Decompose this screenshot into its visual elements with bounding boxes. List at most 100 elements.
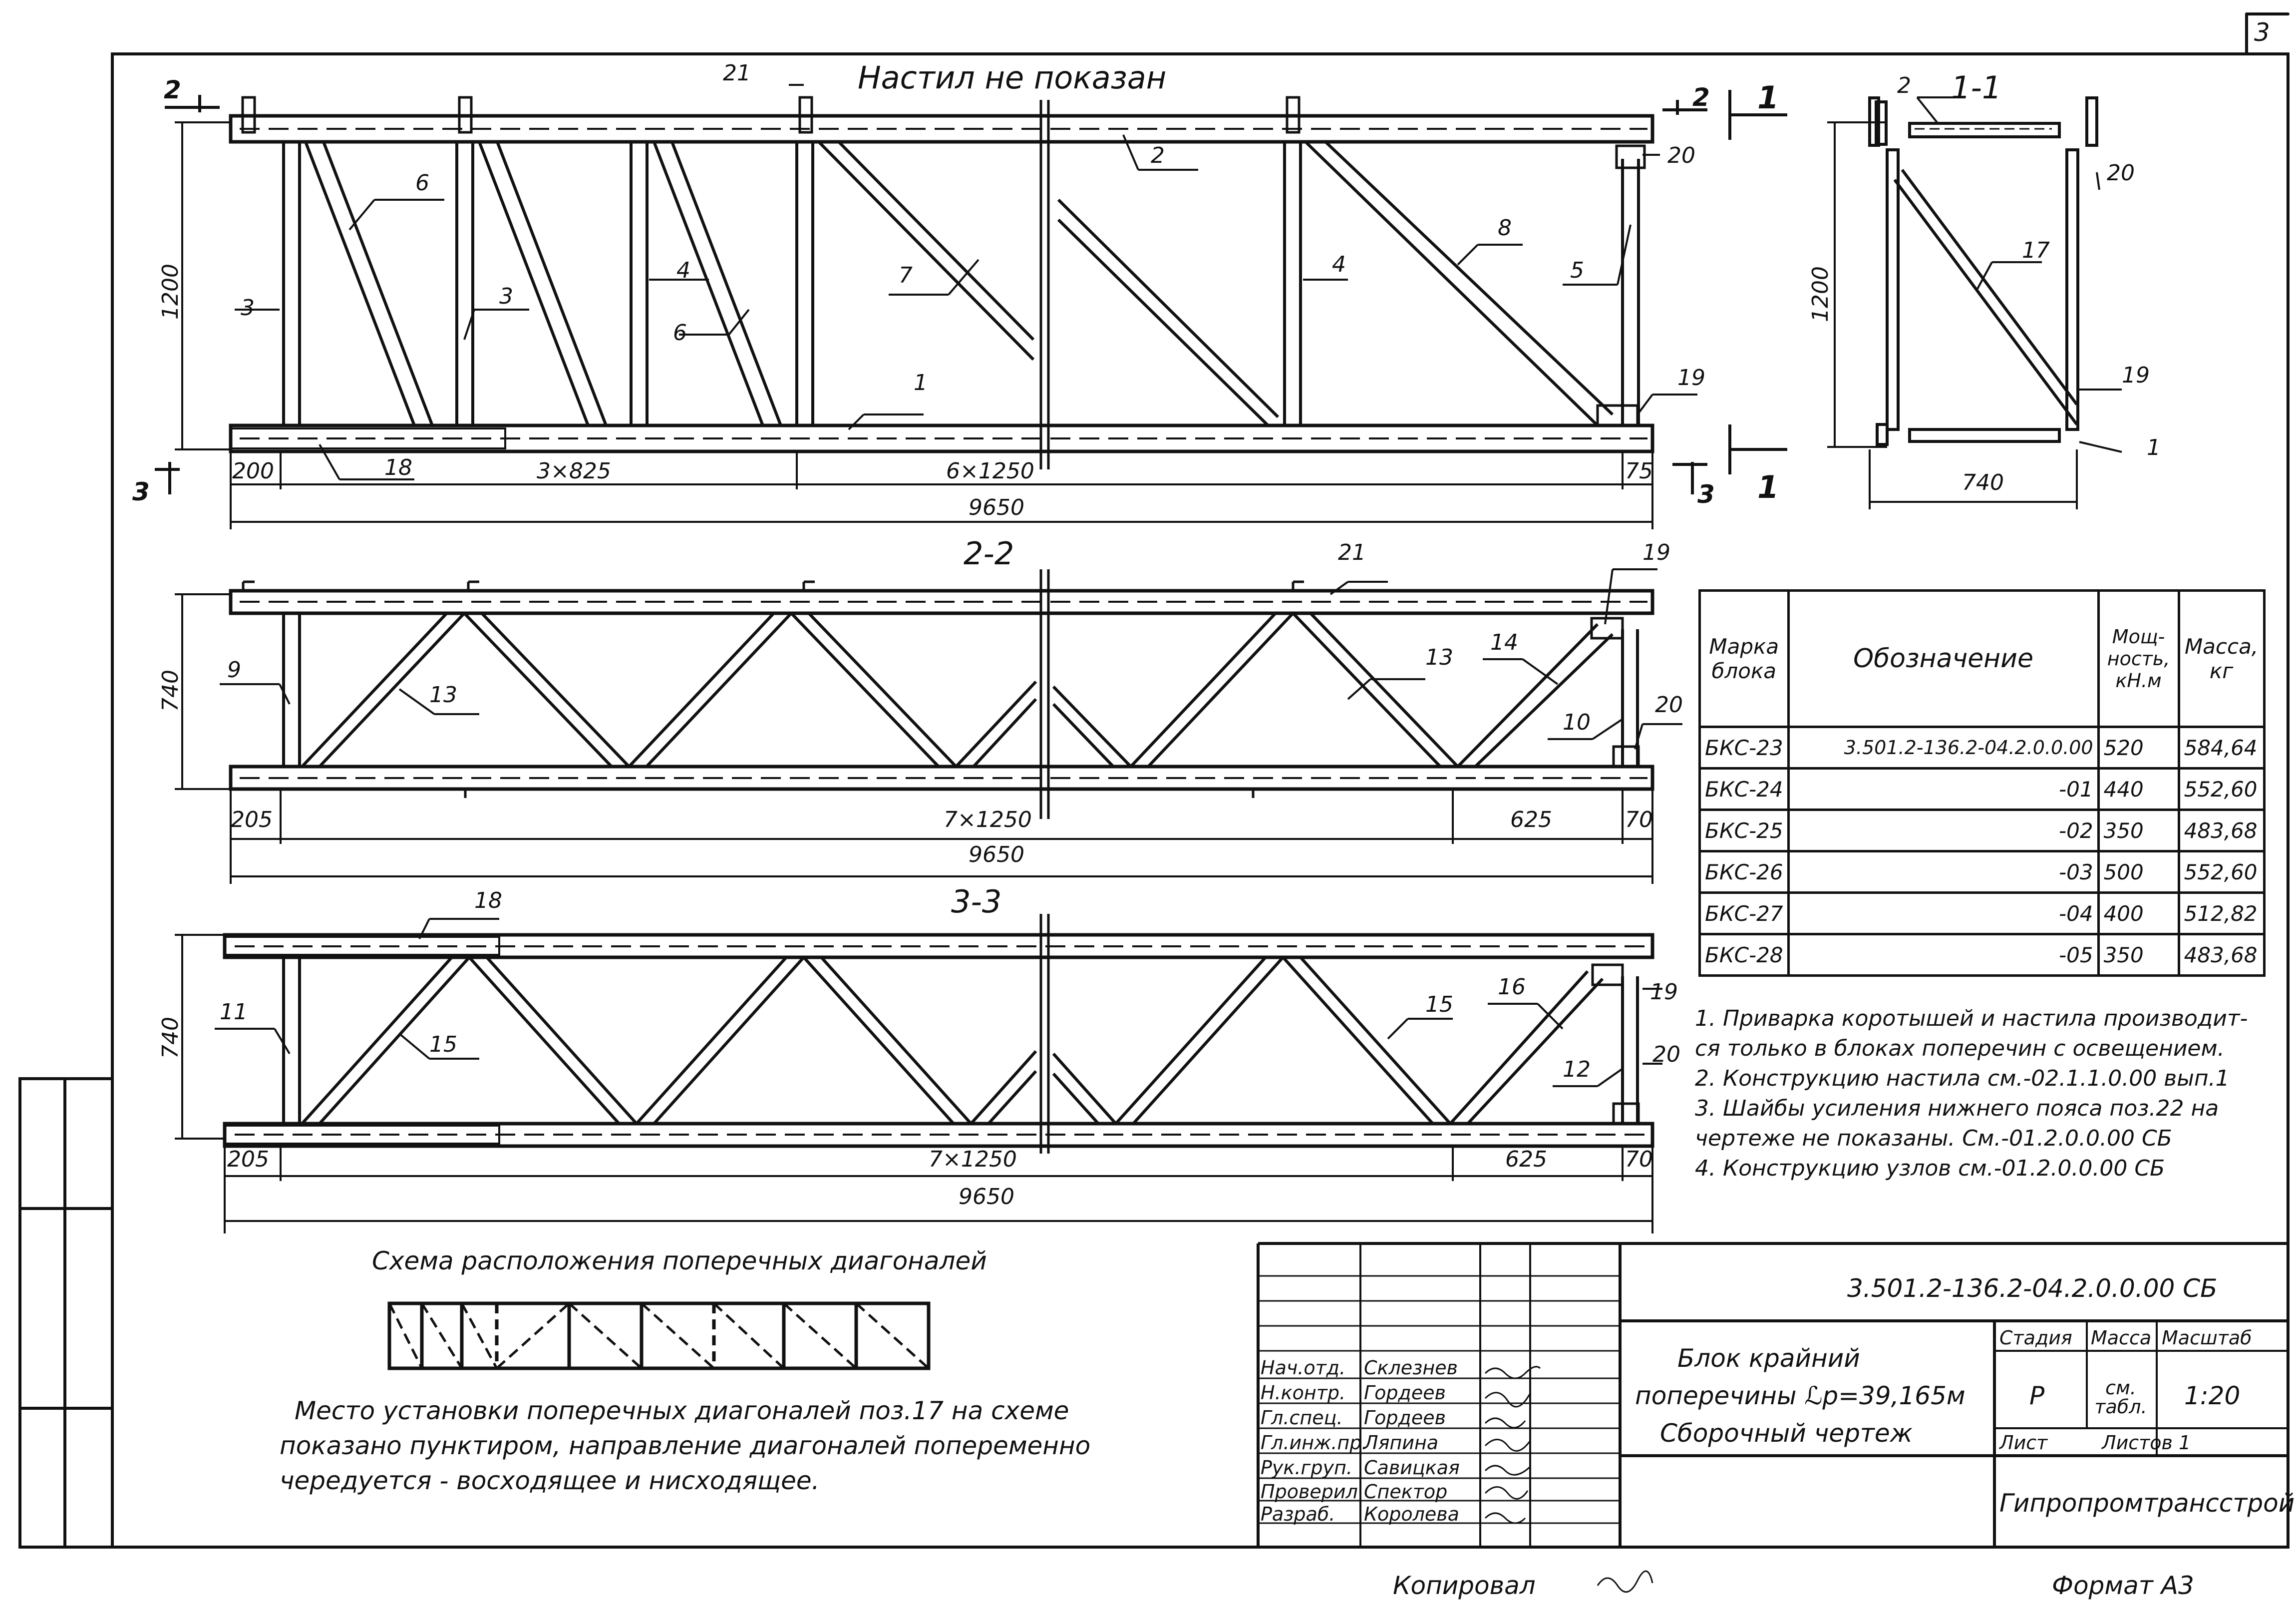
- sheet-frame: [111, 52, 2290, 1549]
- main-dim-2: 3×825: [537, 458, 611, 484]
- callout-6a: 6: [415, 170, 429, 196]
- section-3-3-height: 740: [158, 1017, 183, 1059]
- table-row: БКС-23 3.501.2-136.2-04.2.0.0.00 520 584…: [1698, 726, 2266, 770]
- staff-name-2: Гордеев: [1364, 1382, 1446, 1404]
- spec-cell-power: 520: [2097, 726, 2180, 770]
- staff-role-2: Н.контр.: [1261, 1382, 1346, 1404]
- section-3-3-callout-16: 16: [1498, 974, 1526, 1000]
- callout-3a: 3: [241, 295, 255, 321]
- section-mark-2-right: 2: [1692, 83, 1710, 112]
- spec-cell-mark: БКС-27: [1698, 891, 1790, 935]
- scheme-caption-1: Место установки поперечных диагоналей по…: [295, 1396, 1069, 1425]
- block-name-line-1: Блок крайний: [1677, 1344, 1860, 1373]
- corner-number: 3: [2254, 18, 2270, 47]
- spec-header-mass: Масса, кг: [2177, 589, 2266, 728]
- staff-role-1: Нач.отд.: [1261, 1357, 1346, 1379]
- section-mark-3-right: 3: [1697, 480, 1715, 509]
- scheme-caption-3: чередуется - восходящее и нисходящее.: [280, 1466, 820, 1495]
- spec-cell-mark: БКС-25: [1698, 809, 1790, 852]
- section-3-3-callout-15a: 15: [429, 1032, 457, 1057]
- spec-cell-designation: -01: [1787, 767, 2100, 811]
- main-elevation: [155, 84, 1787, 529]
- section-1-1-height: 1200: [1808, 266, 1833, 322]
- section-3-3-dim-4: 70: [1625, 1147, 1653, 1172]
- scheme-caption-2: показано пунктиром, направление диагонал…: [280, 1431, 1091, 1460]
- organization: Гипропромтрансстрой: [1999, 1489, 2295, 1518]
- main-total-length: 9650: [969, 495, 1024, 520]
- section-1-1-callout-17: 17: [2022, 238, 2050, 263]
- callout-5: 5: [1570, 258, 1584, 283]
- doc-code: 3.501.2-136.2-04.2.0.0.00 СБ: [1847, 1274, 2218, 1303]
- note-line-2: ся только в блоках поперечин с освещение…: [1695, 1036, 2225, 1061]
- callout-1: 1: [914, 370, 928, 396]
- section-2-2-height: 740: [158, 670, 183, 712]
- spec-cell-mark: БКС-24: [1698, 767, 1790, 811]
- section-1-1-title: 1-1: [1951, 69, 2002, 106]
- section-3-3-callout-15b: 15: [1425, 992, 1453, 1017]
- section-2-2-callout-21: 21: [1338, 540, 1366, 565]
- section-2-2-dim-1: 205: [231, 807, 273, 832]
- spec-cell-mass: 552,60: [2177, 850, 2266, 894]
- section-mark-1-bottom: 1: [1757, 469, 1779, 505]
- staff-role-4: Гл.инж.пр.: [1261, 1432, 1368, 1454]
- section-1-1-drawing: [1827, 96, 2122, 509]
- section-3-3-callout-19: 19: [1650, 979, 1678, 1005]
- staff-role-5: Рук.груп.: [1261, 1457, 1352, 1479]
- main-dim-3: 6×1250: [946, 458, 1034, 484]
- table-row: БКС-27 -04 400 512,82: [1698, 891, 2266, 935]
- scale-value: 1:20: [2184, 1381, 2241, 1410]
- section-2-2-title: 2-2: [964, 535, 1014, 572]
- section-2-2-dim-2: 7×1250: [944, 807, 1032, 832]
- spec-cell-designation: -04: [1787, 891, 2100, 935]
- spec-header-row: Марка блока Обозначение Мощ-ность, кН.м …: [1698, 589, 2266, 728]
- staff-name-6: Спектор: [1364, 1481, 1448, 1503]
- section-2-2-dim-4: 70: [1625, 807, 1653, 832]
- table-row: БКС-26 -03 500 552,60: [1698, 850, 2266, 894]
- spec-cell-designation: 3.501.2-136.2-04.2.0.0.00: [1787, 726, 2100, 770]
- section-3-3-dim-2: 7×1250: [929, 1147, 1017, 1172]
- section-2-2-callout-13a: 13: [429, 682, 457, 708]
- title-note: Настил не показан: [858, 59, 1167, 96]
- mass-label: Масса: [2091, 1327, 2152, 1349]
- section-1-1-callout-2: 2: [1897, 73, 1911, 98]
- signature-1: [1484, 1366, 1541, 1379]
- spec-cell-mark: БКС-23: [1698, 726, 1790, 770]
- copied-by: Копировал: [1393, 1571, 1536, 1600]
- signature-4: [1484, 1439, 1531, 1452]
- section-2-2-total: 9650: [969, 842, 1024, 867]
- section-2-2-callout-9: 9: [227, 657, 241, 683]
- note-line-4: 3. Шайбы усиления нижнего пояса поз.22 н…: [1695, 1096, 2219, 1121]
- signature-2: [1484, 1392, 1531, 1408]
- section-2-2-callout-14: 14: [1490, 630, 1518, 655]
- section-3-3-drawing: [175, 914, 1662, 1233]
- section-2-2-callout-19: 19: [1642, 540, 1670, 565]
- callout-7: 7: [899, 263, 913, 288]
- callout-4a: 4: [676, 258, 690, 283]
- section-2-2-dim-3: 625: [1510, 807, 1552, 832]
- callout-4b: 4: [1332, 252, 1346, 277]
- scheme-title: Схема расположения поперечных диагоналей: [372, 1246, 987, 1275]
- note-line-3: 2. Конструкцию настила см.-02.1.1.0.00 в…: [1695, 1066, 2230, 1091]
- table-row: БКС-28 -05 350 483,68: [1698, 933, 2266, 977]
- staff-name-5: Савицкая: [1364, 1457, 1460, 1479]
- spec-cell-mark: БКС-26: [1698, 850, 1790, 894]
- callout-6b: 6: [673, 320, 687, 346]
- section-1-1-callout-19: 19: [2122, 363, 2150, 388]
- section-1-1-callout-1: 1: [2147, 435, 2161, 460]
- spec-cell-mass: 584,64: [2177, 726, 2266, 770]
- block-name-line-3: Сборочный чертеж: [1660, 1419, 1913, 1448]
- spec-cell-mark: БКС-28: [1698, 933, 1790, 977]
- callout-21: 21: [723, 60, 751, 86]
- section-mark-3-left: 3: [132, 477, 150, 506]
- spec-cell-power: 500: [2097, 850, 2180, 894]
- spec-cell-mass: 483,68: [2177, 933, 2266, 977]
- copy-signature: [1597, 1570, 1653, 1593]
- section-3-3-callout-12: 12: [1563, 1057, 1591, 1082]
- main-dim-1: 200: [232, 458, 274, 484]
- staff-name-3: Гордеев: [1364, 1407, 1446, 1429]
- section-3-3-dim-1: 205: [227, 1147, 269, 1172]
- diagonal-scheme-drawing: [387, 1301, 931, 1370]
- binding-strip: [18, 1077, 66, 1549]
